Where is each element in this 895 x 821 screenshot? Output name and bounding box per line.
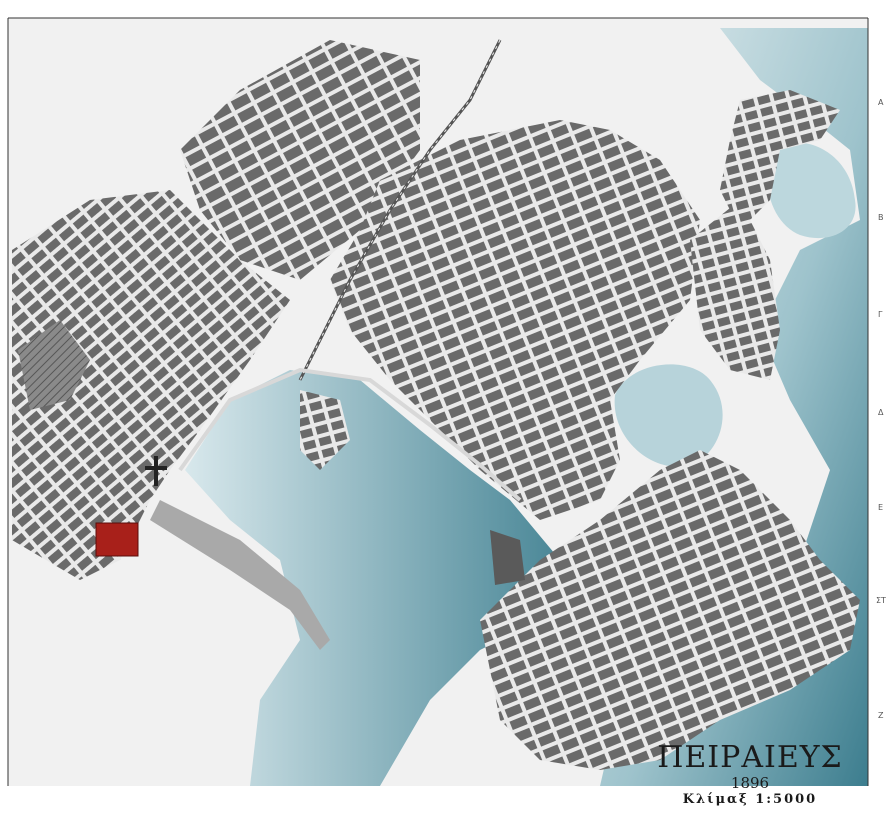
zea-harbour [614,364,723,467]
district-northwest [180,40,420,280]
central-mole [490,530,525,585]
grid-label-right-7: Ζ [878,711,884,720]
western-pier [150,500,330,650]
mounichia-bay [766,142,856,239]
church-cross-icon [145,456,167,486]
map-title-block: ΠΕΙΡΑΙΕΥΣ 1896 Κλίμαξ 1:5000 [630,742,870,808]
grid-label-right-6: ΣΤ [876,596,886,605]
district-south [480,450,860,770]
map-scale: Κλίμαξ 1:5000 [682,792,818,807]
grid-label-right-5: Ε [878,503,884,512]
grid-label-right-4: Δ [878,408,884,417]
grid-label-right-3: Γ [878,310,883,319]
map-title: ΠΕΙΡΑΙΕΥΣ [657,740,843,775]
highlighted-block [95,522,139,557]
eastern-mole [300,390,350,470]
district-east [690,200,780,380]
main-harbour [185,370,560,786]
grid-label-right-2: Β [878,213,884,222]
coast-road [178,367,522,502]
railway-line-ties [299,39,501,381]
district-west [12,190,290,580]
district-central [330,120,700,520]
map-year: 1896 [730,774,770,792]
hatched-area [18,320,90,410]
grid-label-right-1: Α [878,98,884,107]
district-kastella [720,90,840,230]
